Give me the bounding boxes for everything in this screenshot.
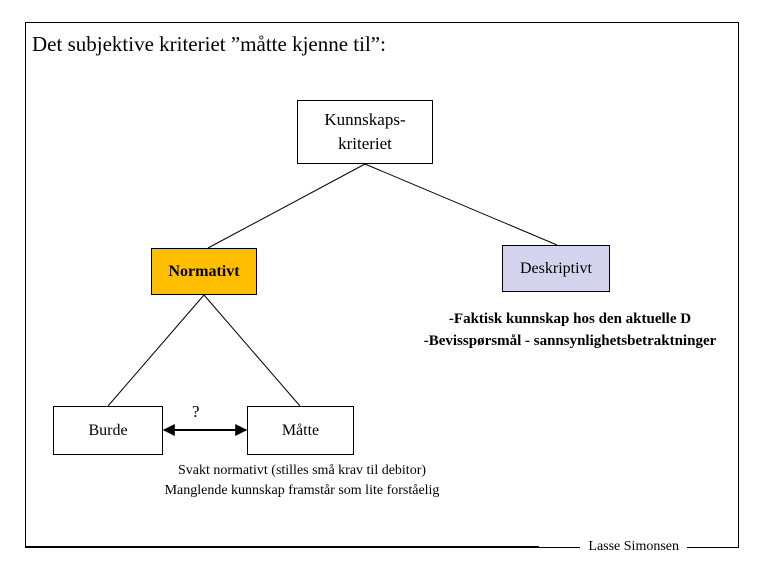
node-normativt-label: Normativt <box>168 263 240 280</box>
normativt-notes-line2: Manglende kunnskap framstår som lite for… <box>164 483 440 498</box>
footer-rule-left <box>25 546 581 548</box>
connector-kunnskaps-to-deskriptivt <box>364 163 558 246</box>
node-deskriptivt-label: Deskriptivt <box>520 260 592 277</box>
footer-rule-right <box>687 546 739 548</box>
deskriptivt-notes-line2: -Bevisspørsmål - sannsynlighetsbetraktni… <box>423 333 717 349</box>
connector-normativt-to-burde <box>107 294 205 407</box>
node-burde-label: Burde <box>88 422 128 439</box>
node-kunnskapskriteriet[interactable]: Kunnskaps- kriteriet <box>297 100 433 164</box>
node-matte-label: Måtte <box>281 422 320 439</box>
deskriptivt-notes-line1: -Faktisk kunnskap hos den aktuelle D <box>448 311 692 327</box>
node-kunnskapskriteriet-line1: Kunnskaps- <box>324 110 406 129</box>
connector-kunnskaps-to-normativt <box>207 163 366 249</box>
node-kunnskapskriteriet-line2: kriteriet <box>338 134 392 153</box>
deskriptivt-notes: -Faktisk kunnskap hos den aktuelle D -Be… <box>400 308 740 352</box>
frame-right-border <box>738 22 739 547</box>
footer-author-name: Lasse Simonsen <box>588 539 679 554</box>
frame-top-border <box>25 22 739 23</box>
footer: Lasse Simonsen <box>25 537 739 557</box>
normativt-notes-line1: Svakt normativt (stilles små krav til de… <box>177 463 427 478</box>
normativt-notes: Svakt normativt (stilles små krav til de… <box>118 461 486 501</box>
node-normativt[interactable]: Normativt <box>151 248 257 295</box>
page-title: Det subjektive kriteriet ”måtte kjenne t… <box>32 32 386 56</box>
node-deskriptivt[interactable]: Deskriptivt <box>502 245 610 292</box>
frame-left-border <box>25 22 26 547</box>
connector-question-label: ? <box>192 402 200 421</box>
node-burde[interactable]: Burde <box>53 406 163 455</box>
connector-normativt-to-matte <box>203 294 301 407</box>
node-matte[interactable]: Måtte <box>247 406 354 455</box>
